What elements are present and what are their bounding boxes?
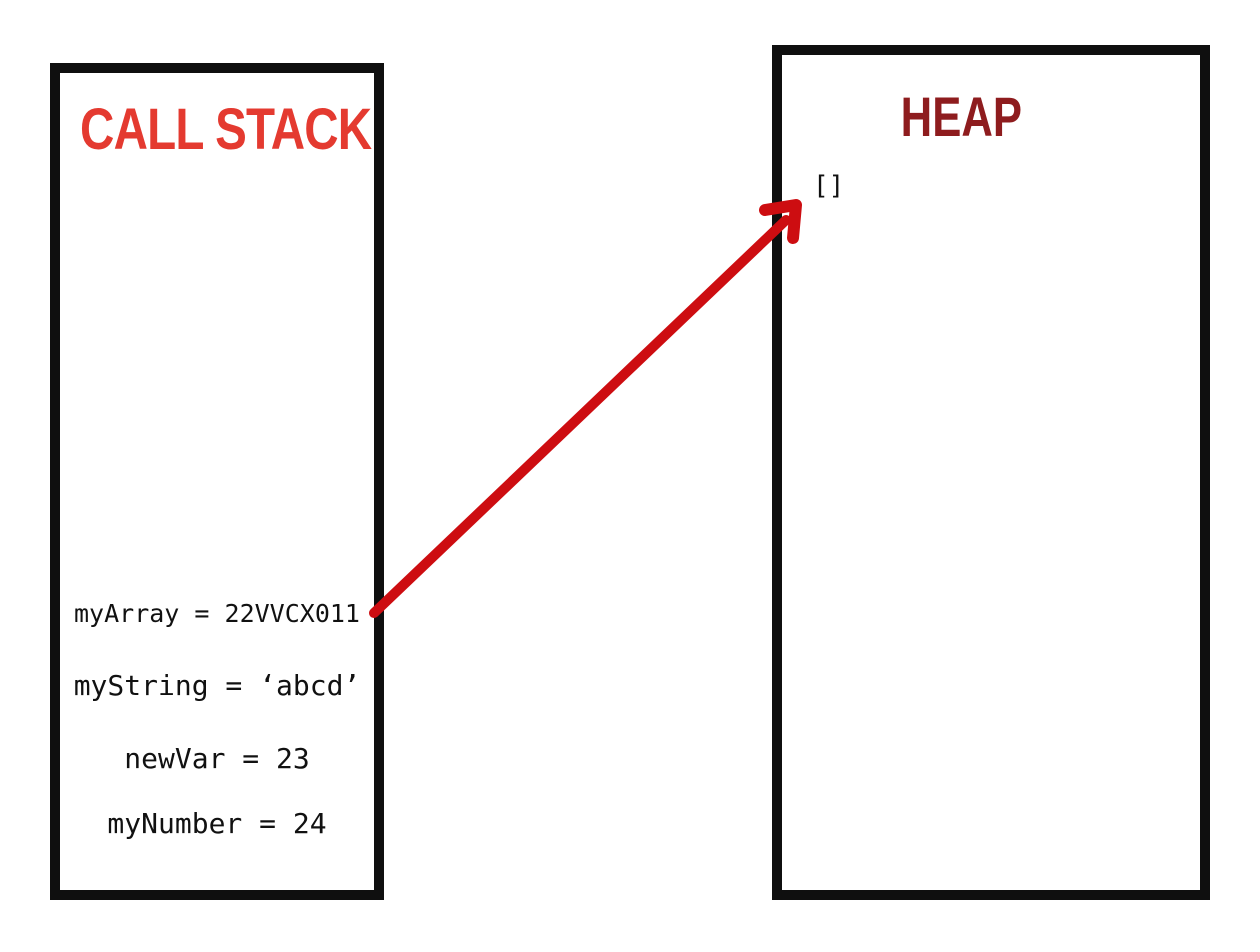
call-stack-box: CALL STACK myArray = 22VVCX011 myString … [50,63,384,900]
heap-title: HEAP [900,85,1023,148]
stack-variable-mystring: myString = ‘abcd’ [73,669,361,702]
reference-arrow-shaft [369,215,791,618]
heap-empty-array-literal: [] [813,171,845,201]
stack-variable-myarray: myArray = 22VVCX011 [74,599,360,628]
stack-variable-newvar: newVar = 23 [124,742,310,775]
heap-box: HEAP [] [772,45,1210,900]
stack-variable-mynumber: myNumber = 24 [107,807,327,840]
call-stack-title: CALL STACK [80,97,372,162]
